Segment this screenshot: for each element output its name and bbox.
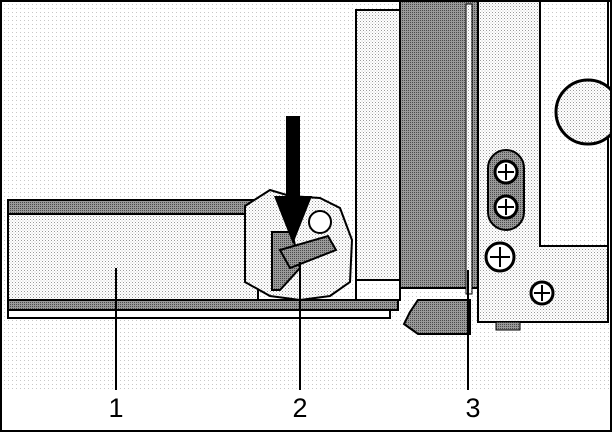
cabinet-foot — [402, 299, 471, 335]
callout-3-cabinet-side: 3 — [465, 393, 481, 423]
callout-1-rail: 1 — [108, 393, 124, 423]
latch-lever — [278, 234, 338, 270]
press-arrow — [274, 116, 312, 244]
callout-2-latch: 2 — [292, 393, 308, 423]
latch-housing — [244, 188, 354, 302]
knob — [554, 78, 612, 146]
cabinet-frame — [477, 0, 612, 331]
cabinet-side-panel — [355, 0, 479, 301]
